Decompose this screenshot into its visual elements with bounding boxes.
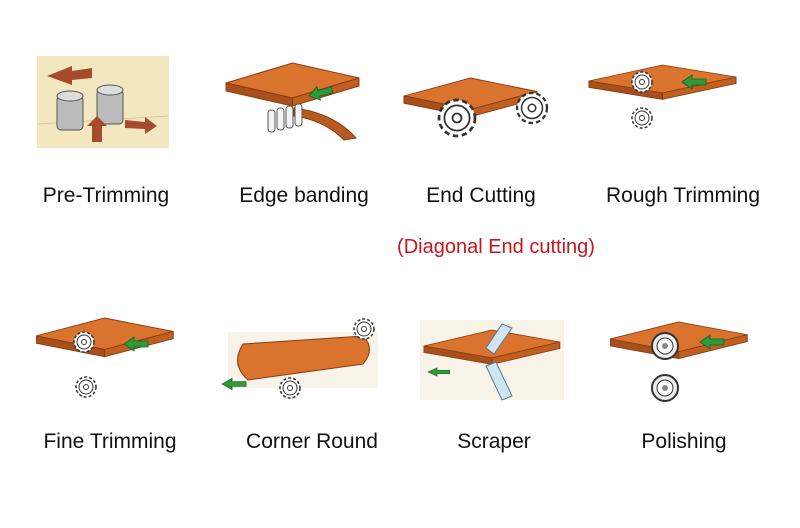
edge-banding-illustration xyxy=(225,62,360,141)
fine-trimming-illustration xyxy=(36,317,174,398)
scraper-illustration xyxy=(420,320,564,401)
step-label-rough-trimming: Rough Trimming xyxy=(605,184,761,207)
step-label-end-cutting: End Cutting xyxy=(426,184,536,207)
rough-trimming-illustration xyxy=(588,64,737,129)
step-label-fine-trimming: Fine Trimming xyxy=(43,430,177,453)
step-label-scraper: Scraper xyxy=(457,430,531,453)
step-label-pre-trimming: Pre-Trimming xyxy=(42,184,170,207)
diagonal-end-cutting-note: (Diagonal End cutting) xyxy=(397,236,595,258)
corner-round-illustration xyxy=(221,318,378,399)
step-label-corner-round: Corner Round xyxy=(246,430,378,453)
step-label-edge-banding: Edge banding xyxy=(239,184,369,207)
end-cutting-illustration xyxy=(403,77,549,138)
pre-trimming-illustration xyxy=(37,56,169,148)
step-label-polishing: Polishing xyxy=(641,430,727,453)
polishing-illustration xyxy=(610,321,748,402)
